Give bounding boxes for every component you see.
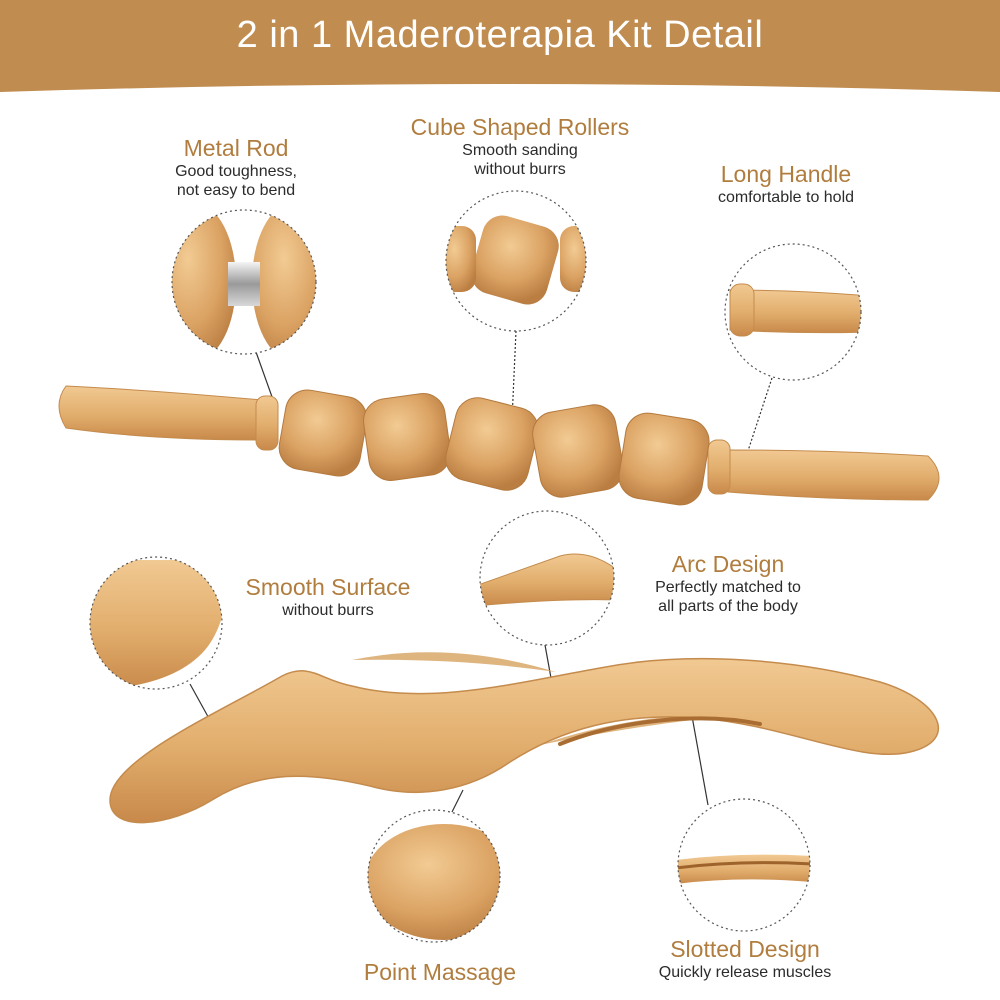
callout-smooth-surface: Smooth Surface without burrs [218, 573, 438, 620]
detail-circle-point-massage [367, 809, 501, 943]
callout-desc-line: not easy to bend [176, 182, 296, 199]
detail-circle-slotted-design [677, 798, 811, 932]
cube-roller-3 [445, 397, 539, 491]
callout-point-massage: Point Massage [330, 958, 550, 986]
detail-circle-metal-rod [171, 209, 317, 355]
callout-desc-line: without burrs [474, 161, 566, 178]
callout-desc-line: Smooth sanding [462, 142, 578, 159]
right-handle-collar [707, 439, 731, 495]
callout-desc-line: Quickly release muscles [658, 964, 832, 981]
cube-roller-2 [363, 393, 451, 481]
callout-arc-design: Arc Design Perfectly matched to all part… [628, 550, 828, 616]
callout-desc-line: comfortable to hold [717, 189, 855, 206]
callout-desc-line: all parts of the body [658, 598, 798, 615]
wooden-paddle [109, 657, 940, 824]
callout-metal-rod: Metal Rod Good toughness, not easy to be… [136, 134, 336, 200]
roller-massager [58, 385, 940, 506]
page-title: 2 in 1 Maderoterapia Kit Detail [236, 14, 764, 56]
detail-circle-long-handle [724, 243, 862, 381]
callout-heading: Metal Rod [183, 135, 289, 161]
callout-desc-line: Perfectly matched to [655, 579, 801, 596]
callout-slotted-design: Slotted Design Quickly release muscles [630, 935, 860, 982]
left-handle [58, 385, 263, 441]
callout-cube-rollers: Cube Shaped Rollers Smooth sanding witho… [380, 113, 660, 179]
callout-heading: Long Handle [720, 161, 852, 187]
callout-heading: Cube Shaped Rollers [410, 114, 630, 140]
callout-heading: Arc Design [671, 551, 785, 577]
paddle-slot [558, 716, 762, 746]
callout-heading: Point Massage [363, 959, 517, 985]
callout-long-handle: Long Handle comfortable to hold [686, 160, 886, 207]
left-handle-collar [255, 395, 279, 451]
callout-heading: Smooth Surface [245, 574, 411, 600]
title-banner [0, 0, 1000, 92]
detail-circle-cube-rollers [445, 190, 587, 332]
cube-roller-5 [618, 412, 710, 506]
callout-heading: Slotted Design [670, 936, 820, 962]
callout-desc-line: Good toughness, [175, 163, 297, 180]
cube-rollers [278, 389, 710, 506]
cube-roller-4 [532, 404, 624, 498]
cube-roller-1 [278, 389, 368, 477]
callout-desc-line: without burrs [282, 602, 374, 619]
detail-circle-smooth-surface [89, 556, 223, 690]
detail-circle-arc-design [479, 510, 615, 646]
right-handle [727, 449, 940, 501]
